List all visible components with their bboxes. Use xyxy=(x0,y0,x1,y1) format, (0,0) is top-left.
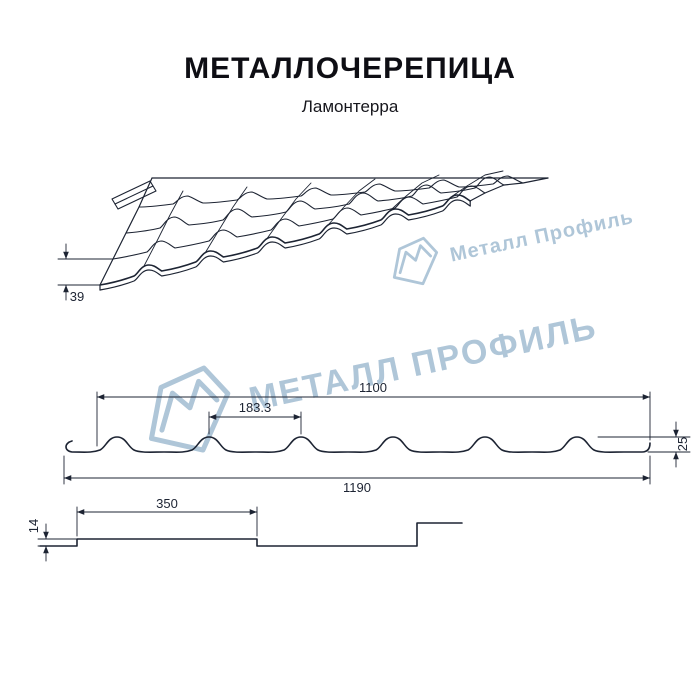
dim-label-183-3: 183.3 xyxy=(238,400,272,415)
dim-350-lines xyxy=(76,506,258,537)
front-edge-thickness xyxy=(99,199,471,291)
dim-183-lines xyxy=(208,411,302,435)
step-profile xyxy=(37,506,463,562)
rib-lines xyxy=(143,170,504,267)
flange-strip xyxy=(111,180,157,210)
page-subtitle: Ламонтерра xyxy=(301,97,399,116)
perspective-view xyxy=(57,170,549,301)
page-title: МЕТАЛЛОЧЕРЕПИЦА xyxy=(184,52,516,85)
dim-1100-lines xyxy=(96,391,651,447)
watermark-small: Металл Профиль xyxy=(383,192,639,293)
right-edge xyxy=(469,177,549,202)
dim-1190-lines xyxy=(63,455,651,485)
dim-label-25: 25 xyxy=(675,436,690,452)
dim-14-lines xyxy=(37,523,78,562)
metall-profil-logo-icon xyxy=(392,236,439,286)
cross-section xyxy=(63,391,691,485)
cross-section-profile xyxy=(65,436,651,453)
row-line-1 xyxy=(112,185,486,260)
row-line-3 xyxy=(138,175,524,208)
dim-label-39: 39 xyxy=(69,289,85,304)
dim-label-350: 350 xyxy=(156,496,178,511)
dim-label-1100: 1100 xyxy=(359,380,387,395)
front-edge xyxy=(99,194,471,286)
edge-caps xyxy=(99,200,471,291)
dim-39-lines xyxy=(57,243,114,301)
row-line-2 xyxy=(125,176,505,234)
dim-25-lines xyxy=(597,421,691,468)
dim-label-14: 14 xyxy=(26,518,41,534)
dim-label-1190: 1190 xyxy=(343,480,371,495)
step-profile-line xyxy=(39,522,463,547)
